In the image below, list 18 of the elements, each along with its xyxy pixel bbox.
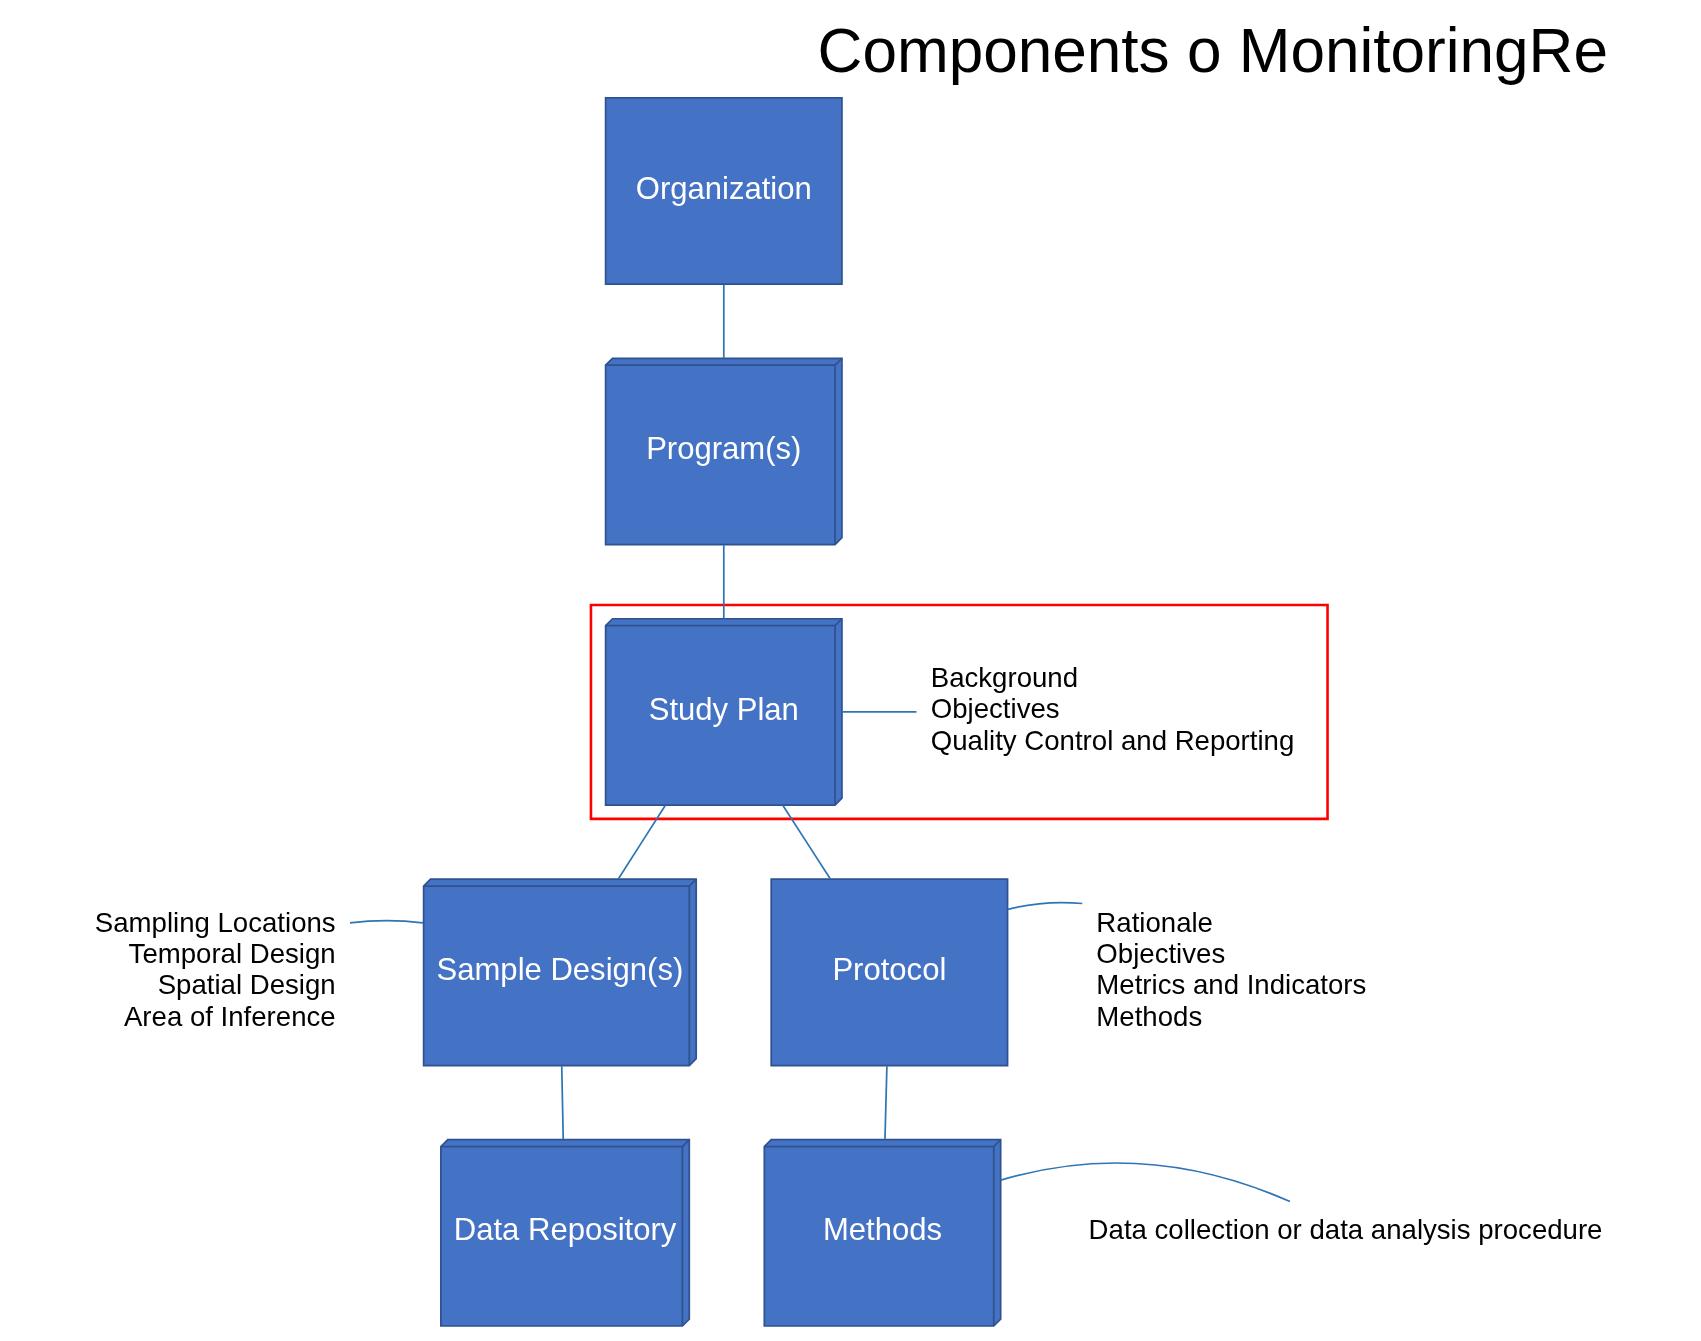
connector: [722, 544, 725, 620]
node-text: Background Objectives Quality Control and Reporting: [930, 662, 1294, 756]
connector: [883, 1065, 888, 1141]
node-box: Protocol: [769, 878, 1008, 1067]
connector: [722, 283, 725, 359]
connector: [999, 1162, 1291, 1203]
connector: [781, 804, 831, 880]
connector: [617, 804, 666, 880]
connector: [560, 1065, 564, 1141]
cluster: [589, 603, 1329, 821]
node-text: Sampling Locations Temporal Design Spatial Design Area of Inference: [94, 907, 336, 1032]
diagram-title: Components o MonitoringRe: [817, 15, 1608, 85]
connector: [840, 711, 917, 713]
node-text: Rationale Objectives Metrics and Indicators Methods: [1095, 907, 1366, 1032]
node-text: Data collection or data analysis procedure: [1088, 1214, 1602, 1246]
connector: [348, 919, 424, 924]
connector: [1006, 901, 1083, 911]
node-box: Organization: [604, 96, 843, 285]
